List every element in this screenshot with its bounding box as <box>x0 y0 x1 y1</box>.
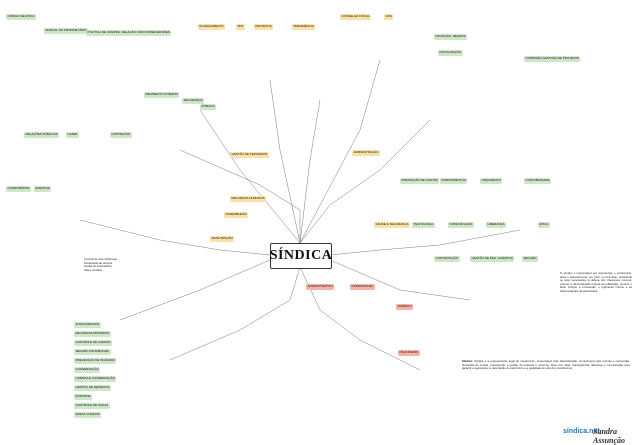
logo-primary: síndica.net <box>563 428 600 435</box>
node-manutencao: MANUTENÇÃO <box>210 236 235 242</box>
node-contratos: CONTRATOS <box>110 132 132 138</box>
node-financeiro: FINANCEIRO <box>398 350 420 356</box>
node-publico: PÚBLICO <box>200 104 217 110</box>
left-item-7: GESTÃO DE RESÍDUOS <box>74 385 112 391</box>
side-note: Contrato de obra / Reformas <box>84 258 117 261</box>
node-tecnologia: TECNOLOGIA <box>412 222 435 228</box>
node-investimentos: INVESTIMENTOS <box>440 178 468 184</box>
side-notes: Contrato de obra / Reformas Fiscalização… <box>84 258 117 272</box>
node-prestacao: PRESTAÇÃO DE CONTAS <box>400 178 440 184</box>
logo-secondary-text: Sandra Assunção <box>593 427 626 445</box>
node-comissao: COMISSÃO GESTORA DE PROJETOS <box>524 56 581 62</box>
node-fornecedores: RELAÇÃO COM FORNECEDORES <box>120 30 172 36</box>
node-fiscalizacao: FISCALIZAÇÃO <box>438 50 463 56</box>
node-administrativo: ADMINISTRATIVO <box>306 284 335 290</box>
left-item-3: SEGURO PATRIMONIAL <box>74 349 111 355</box>
final-text-body: Síndica é a representante legal do condo… <box>462 359 630 371</box>
node-rh: RECURSOS HUMANOS <box>230 196 267 202</box>
node-comunicacao: COMUNICAÇÃO <box>448 222 474 228</box>
node-inovacao: INOVAÇÃO, RECEITA <box>434 34 468 40</box>
node-seguro: SEGURO <box>522 256 539 262</box>
node-etica: ÉTICA <box>538 222 550 228</box>
node-garantia: GARANTIA <box>496 256 515 262</box>
right-text-body: O síndico é responsável por representar … <box>560 271 632 293</box>
node-gestao-terceiros: GESTÃO DE TERCEIROS <box>230 152 269 158</box>
left-item-5: CONSERVAÇÃO <box>74 367 101 373</box>
side-note: Fiscalização de serviços <box>84 261 113 265</box>
node-cds: CDS <box>384 14 394 20</box>
node-administracao: ADMINISTRAÇÃO <box>352 150 381 156</box>
node-contabilidade: CONTABILIDADE <box>524 178 551 184</box>
node-planejamento: PLANEJAMENTO <box>198 24 226 30</box>
node-regimento: REGIMENTO INTERNO <box>144 92 180 98</box>
left-item-8: PORTARIA <box>74 394 93 400</box>
final-text-block: Síndica: Síndica é a representante legal… <box>462 359 630 371</box>
left-item-4: PREVENÇÃO DE INCÊNDIO <box>74 358 117 364</box>
right-text-block: O síndico é responsável por representar … <box>560 271 632 294</box>
node-lazer: LAZER <box>66 132 79 138</box>
node-conselho-fiscal: CONSELHO FISCAL <box>340 14 372 20</box>
node-juridico: JURÍDICO <box>396 304 414 310</box>
node-assembleias: ASSEMBLÉIAS <box>224 212 249 218</box>
side-note: Atas e reuniões <box>84 268 103 272</box>
node-codigo-etica: CÓDIGO DE ÉTICA <box>6 14 36 20</box>
left-item-1: RECURSOS PRÓPRIOS <box>74 331 111 337</box>
left-item-9: CONTROLE DE VAGAS <box>74 403 110 409</box>
side-note: Gestão de fornecedores <box>84 265 112 268</box>
node-orcamento: ORÇAMENTO <box>480 178 503 184</box>
left-item-6: LIMPEZA E CONSERVAÇÃO <box>74 376 117 382</box>
node-condominios: CONDOMÍNIOS <box>6 186 31 192</box>
left-item-0: ALMOXARIFADO <box>74 322 101 328</box>
node-saude: SAÚDE E SEGURANÇA <box>374 222 411 228</box>
node-gestao-pessoas: GESTÃO DE PESSOAS <box>470 256 506 262</box>
node-politica-compras: POLÍTICA DE COMPRAS <box>86 30 124 36</box>
center-title: SÍNDICA <box>270 243 332 269</box>
left-item-2: CONTROLE DE ACESSO <box>74 340 112 346</box>
node-operacional: OPERACIONAL <box>350 284 375 290</box>
node-spa: SPA <box>236 24 245 30</box>
node-presidencia: PRESIDÊNCIA <box>292 24 316 30</box>
node-projetos: PROJETOS <box>254 24 274 30</box>
node-relacoes: RELAÇÕES PÚBLICAS <box>24 132 60 138</box>
node-eventos: EVENTOS <box>34 186 52 192</box>
left-item-10: ÁREAS COMUNS <box>74 412 102 418</box>
logo-secondary: Sandra Assunção <box>593 427 638 445</box>
node-manual: MANUAL DO PROPRIETÁRIO <box>44 28 89 34</box>
final-text-title: Síndica: <box>462 359 473 363</box>
node-contratacao: CONTRATAÇÃO <box>434 256 460 262</box>
node-lideranca: LIDERANÇA <box>486 222 507 228</box>
node-seguranca: SEGURANÇA <box>182 98 205 104</box>
